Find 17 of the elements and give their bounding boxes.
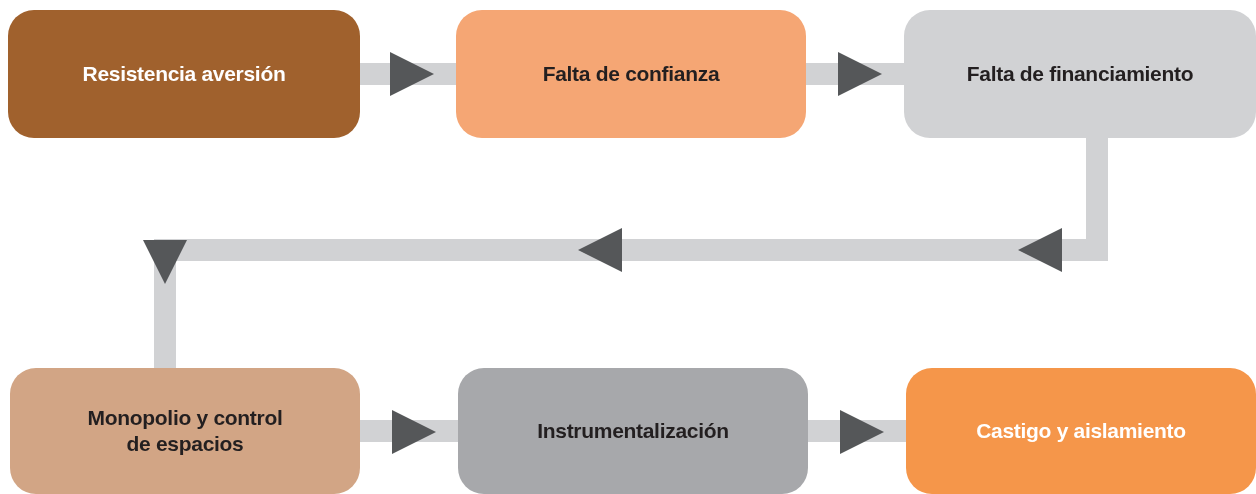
process-box <box>456 10 806 138</box>
arrow <box>360 52 456 96</box>
arrow <box>808 410 906 454</box>
box-label: Falta de confianza <box>542 60 720 87</box>
box-label: Falta de financiamiento <box>966 60 1194 87</box>
arrow <box>143 138 1108 368</box>
arrow <box>360 410 458 454</box>
process-box <box>10 368 360 494</box>
box-label: Castigo y aislamiento <box>976 417 1186 444</box>
box-label: Resistencia aversión <box>82 60 286 87</box>
process-box <box>906 368 1256 494</box>
process-box <box>458 368 808 494</box>
arrow <box>806 52 904 96</box>
box-label: Monopolio y control de espacios <box>86 404 284 457</box>
process-box <box>904 10 1256 138</box>
process-box <box>8 10 360 138</box>
box-label: Instrumentalización <box>537 417 729 444</box>
